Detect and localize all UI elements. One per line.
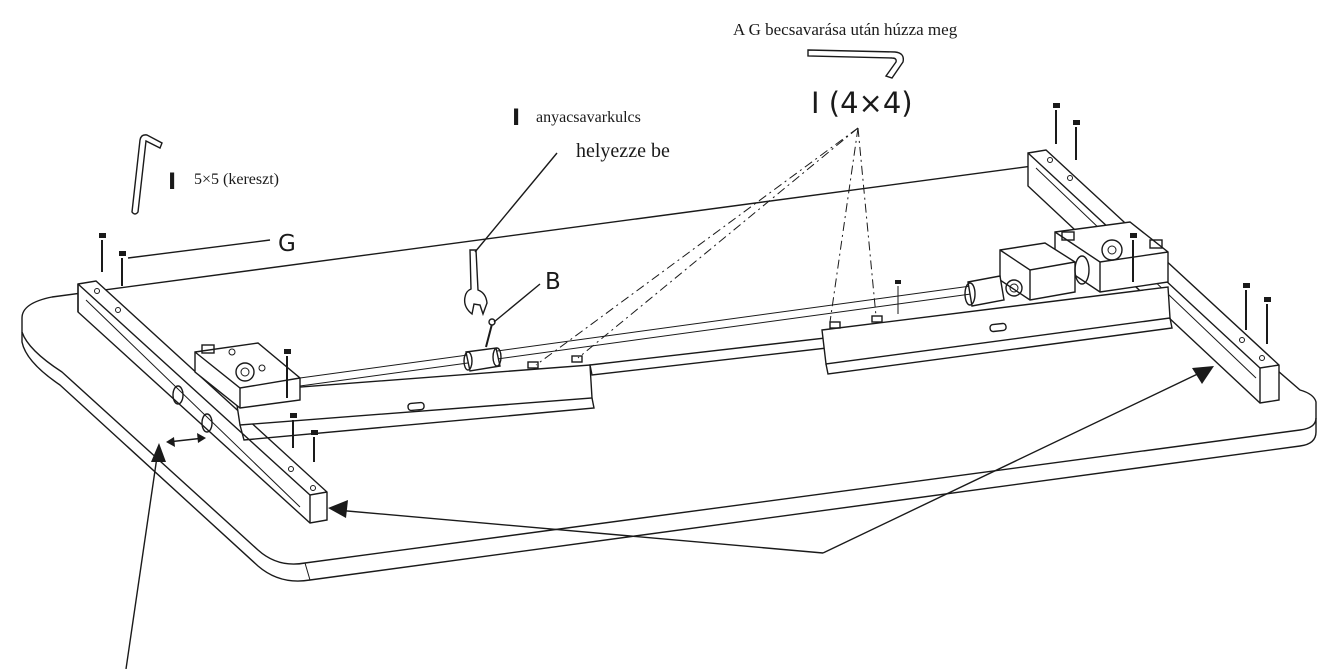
arrowheads: [151, 366, 1214, 518]
right-motor-assembly: [964, 221, 1169, 307]
screw-left-3: [290, 413, 297, 448]
hex-key-4x4-label: I (4×4): [811, 86, 913, 120]
left-motor-bracket: [194, 342, 301, 409]
center-beam: [234, 281, 1173, 441]
screw-left-2: [119, 251, 126, 286]
screw-center: [895, 280, 901, 314]
screw-left-1: [99, 233, 106, 272]
text-labels: A G becsavarása után húzza meg I (4×4) I…: [168, 20, 958, 295]
screw-right-1: [1053, 103, 1060, 144]
wrench-name-label: anyacsavarkulcs: [536, 109, 641, 126]
screw-right-5: [1130, 233, 1137, 282]
coupler-b: [463, 318, 502, 372]
hex-key-5x5-marker-label: I: [168, 170, 176, 195]
screw-right-3: [1243, 283, 1250, 330]
hex-key-5x5-icon: [131, 134, 163, 215]
screws: [99, 103, 1271, 462]
screw-right-2: [1073, 120, 1080, 160]
insert-note-label: helyezze be: [576, 140, 670, 162]
wrench-marker-label: I: [512, 106, 520, 131]
tighten-note-label: A G becsavarása után húzza meg: [733, 20, 958, 39]
wrench-icon: [463, 249, 488, 317]
tabletop: [21, 164, 1317, 582]
hex-key-4x4-icon: [807, 49, 905, 79]
hex-key-5x5-label: 5×5 (kereszt): [194, 171, 279, 188]
left-end-rail: [77, 280, 328, 524]
screw-right-4: [1264, 297, 1271, 344]
screw-left-5: [284, 349, 291, 398]
part-b-label: B: [545, 269, 561, 295]
screw-g-label: G: [278, 231, 296, 257]
leader-lines: [125, 127, 1207, 669]
screw-left-4: [311, 430, 318, 462]
